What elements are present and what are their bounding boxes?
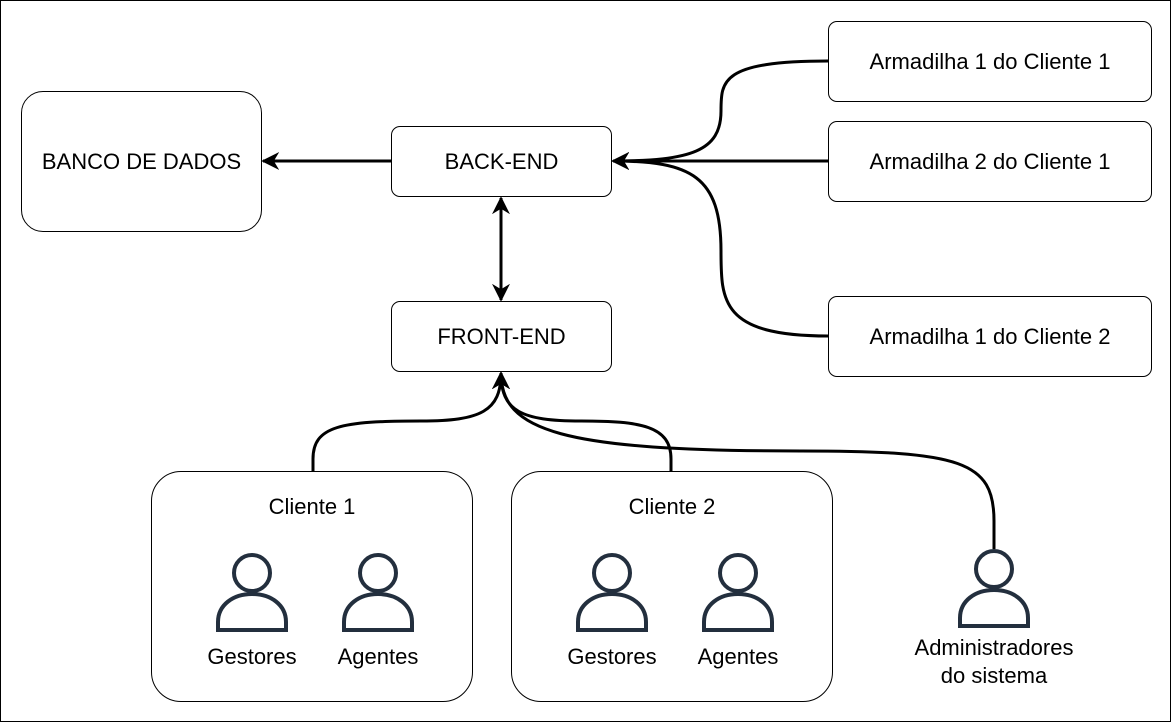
edge-client1-frontend [311,371,510,471]
client-2-managers-label: Gestores [567,644,657,669]
database-label: BANCO DE DADOS [41,148,242,174]
admin-label-line-1: Administradores [914,635,1074,660]
edge-trap1-backend [611,59,829,170]
client-1-agents-label: Agentes [337,644,419,669]
trap-1-client-1-label: Armadilha 1 do Cliente 1 [869,48,1111,74]
backend-node[interactable]: BACK-END [391,126,612,197]
person-icon [342,553,414,632]
client-1-group[interactable]: Cliente 1 Gestores Agentes [151,471,473,702]
client-2-group[interactable]: Cliente 2 Gestores Agentes [511,471,833,702]
person-icon [576,553,648,632]
backend-label: BACK-END [444,148,559,174]
trap-2-client-1-label: Armadilha 2 do Cliente 1 [869,148,1111,174]
client-1-managers-label: Gestores [207,644,297,669]
client-1-title: Cliente 1 [268,494,356,519]
edge-admin-frontend [492,371,996,549]
edge-trap3-backend [611,152,829,338]
person-icon [702,553,774,632]
database-node[interactable]: BANCO DE DADOS [21,91,262,232]
trap-1-client-1-node[interactable]: Armadilha 1 do Cliente 1 [828,21,1152,102]
trap-2-client-1-node[interactable]: Armadilha 2 do Cliente 1 [828,121,1152,202]
trap-1-client-2-label: Armadilha 1 do Cliente 2 [869,323,1111,349]
frontend-label: FRONT-END [437,323,566,349]
trap-1-client-2-node[interactable]: Armadilha 1 do Cliente 2 [828,296,1152,377]
frontend-node[interactable]: FRONT-END [391,301,612,372]
client-2-title: Cliente 2 [628,494,716,519]
person-icon[interactable] [957,548,1031,630]
admin-label: Administradores do sistema [883,634,1105,690]
admin-label-line-2: do sistema [940,663,1048,688]
person-icon [216,553,288,632]
client-2-agents-label: Agentes [697,644,779,669]
edge-client2-frontend [492,371,673,471]
